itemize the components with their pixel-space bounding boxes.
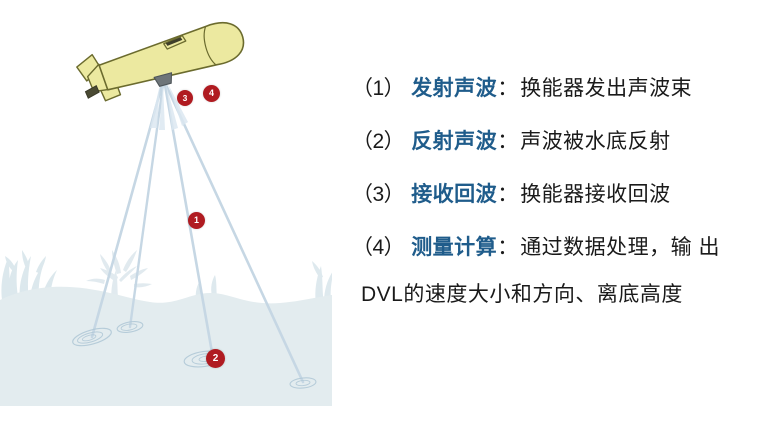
step-separator-1: ： — [497, 77, 519, 100]
step-term-3: 接收回波 — [411, 183, 498, 206]
footprint-2 — [116, 321, 144, 333]
beam-haze — [150, 84, 188, 130]
seafloor — [0, 286, 332, 406]
auv-underwater-vehicle — [76, 22, 245, 102]
step-separator-2: ： — [497, 130, 519, 153]
step-description-2: 声波被水底反射 — [520, 130, 671, 153]
step-continuation-text: DVL的速度大小和方向、离底高度 — [361, 283, 683, 306]
footprint-1 — [72, 327, 112, 347]
step-item-4: （4） 测量计算 ： 通过数据处理，输 出 — [352, 231, 762, 261]
step-term-4: 测量计算 — [411, 236, 498, 259]
marker-1[interactable]: 1 — [188, 212, 205, 229]
beam-2 — [128, 83, 165, 329]
step-index-3: （3） — [352, 183, 405, 206]
dvl-transducer — [153, 72, 173, 87]
marker-3[interactable]: 3 — [177, 90, 193, 106]
nose-seam — [203, 26, 217, 66]
marker-4[interactable]: 4 — [203, 85, 220, 102]
footprint-4 — [289, 377, 317, 389]
hull — [98, 22, 245, 91]
step-separator-3: ： — [497, 183, 519, 206]
step-index-2: （2） — [352, 130, 405, 153]
step-index-4: （4） — [352, 236, 405, 259]
step-description-3: 换能器接收回波 — [520, 183, 671, 206]
propeller-tip — [84, 84, 100, 99]
step-description-4: 通过数据处理，输 出 — [520, 236, 721, 259]
seaweed-right — [195, 261, 332, 304]
dorsal-shadow — [165, 37, 183, 46]
dvl-beam-diagram: 1 2 3 4 — [0, 0, 340, 432]
step-item-3: （3） 接收回波 ： 换能器接收回波 — [352, 178, 762, 208]
marker-2[interactable]: 2 — [206, 349, 225, 368]
step-index-1: （1） — [352, 77, 405, 100]
step-separator-4: ： — [497, 236, 519, 259]
step-term-2: 反射声波 — [411, 130, 498, 153]
step-item-1: （1） 发射声波 ： 换能器发出声波束 — [352, 72, 762, 102]
beam-4 — [164, 83, 305, 384]
step-term-1: 发射声波 — [411, 77, 498, 100]
step-description-1: 换能器发出声波束 — [520, 77, 693, 100]
step-item-2: （2） 反射声波 ： 声波被水底反射 — [352, 125, 762, 155]
steps-list: （1） 发射声波 ： 换能器发出声波束 （2） 反射声波 ： 声波被水底反射 （… — [352, 72, 762, 308]
